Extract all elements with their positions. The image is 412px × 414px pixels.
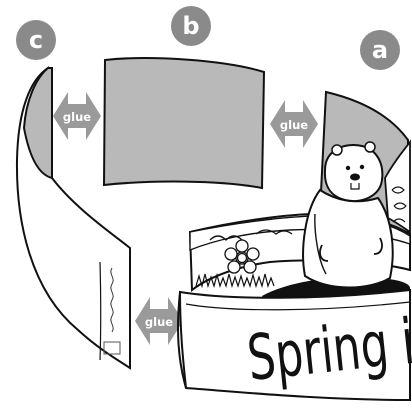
groundhog-ear-right: [365, 142, 375, 152]
badge-b: b: [171, 6, 211, 46]
glue-right-label: glue: [280, 118, 308, 132]
glue-bottom-label: glue: [145, 315, 173, 329]
glue-arrow-left: glue: [53, 92, 101, 140]
glue-arrow-bottom: glue: [135, 297, 183, 345]
badge-c-label: c: [29, 26, 43, 54]
badge-a: a: [360, 30, 400, 70]
groundhog-icon: [303, 142, 393, 288]
groundhog-ear-left: [332, 145, 342, 155]
groundhog-nose: [350, 174, 360, 181]
glue-left-label: glue: [63, 110, 91, 124]
glue-arrow-right: glue: [270, 100, 318, 148]
panel-b: [104, 58, 264, 188]
badge-b-label: b: [182, 12, 199, 40]
groundhog-eye-right: [360, 165, 364, 169]
groundhog-eye-left: [346, 166, 350, 170]
badge-c: c: [16, 20, 56, 60]
groundhog-teeth: [351, 183, 359, 189]
badge-a-label: a: [372, 36, 388, 64]
